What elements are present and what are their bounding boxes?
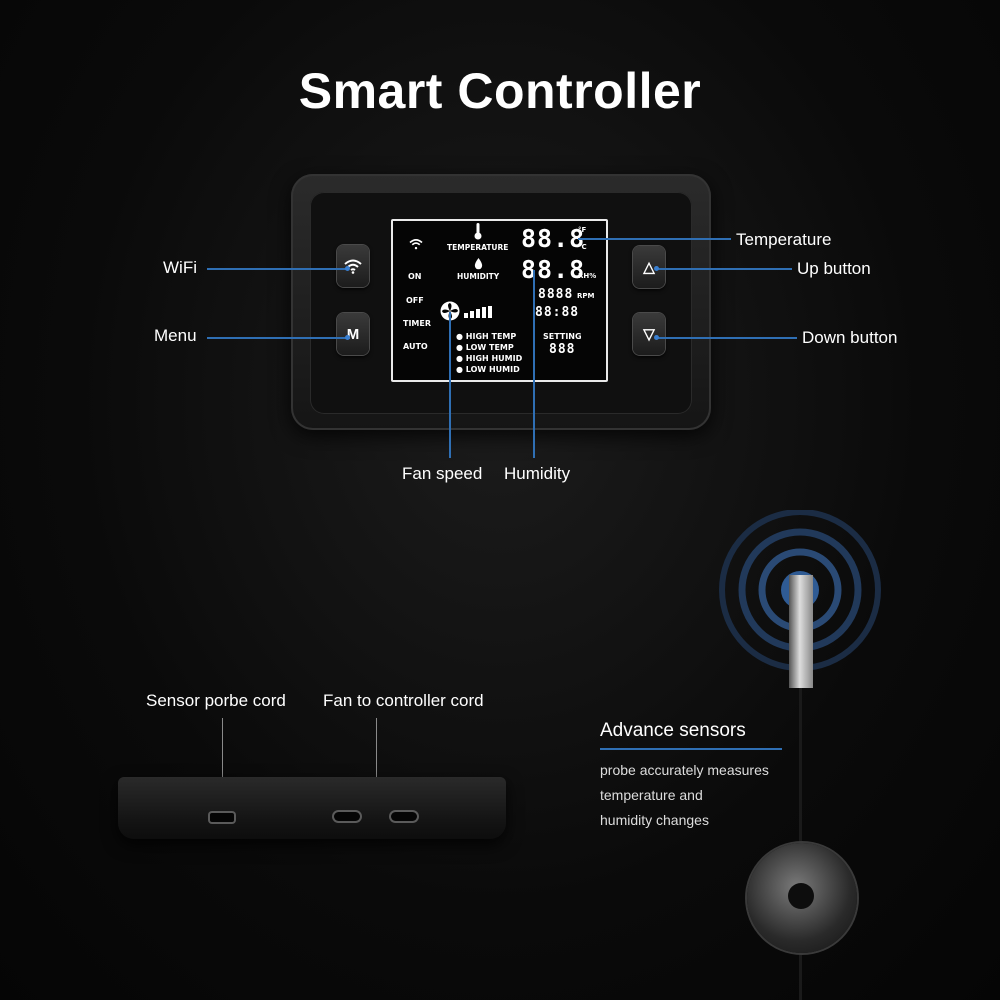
time-readout: 88:88: [535, 305, 580, 320]
callout-humidity: Humidity: [504, 464, 571, 483]
callout-up-line: [658, 268, 792, 270]
mode-on: ON: [408, 272, 422, 281]
callout-fan-speed: Fan speed: [402, 464, 483, 483]
callout-down-line: [658, 337, 797, 339]
callout-menu: Menu: [154, 326, 197, 345]
menu-button[interactable]: M: [337, 313, 369, 355]
callout-up-dot: [654, 266, 659, 271]
callout-down-button: Down button: [802, 328, 898, 347]
page-title: Smart Controller: [298, 63, 702, 119]
temperature-label: TEMPERATURE: [447, 243, 509, 252]
callout-down-dot: [654, 335, 659, 340]
mode-timer: TIMER: [403, 319, 432, 328]
fan-cord-label: Fan to controller cord: [323, 691, 484, 710]
sensor-cord-label: Sensor porbe cord: [146, 691, 286, 710]
alarm-item: ● HIGH HUMID: [456, 354, 523, 363]
callout-humidity-line: [533, 270, 535, 458]
callout-menu-line: [207, 337, 347, 339]
down-button[interactable]: ▽: [633, 313, 665, 355]
suction-cup-hub: [788, 883, 814, 909]
temp-readout: 88.8: [521, 224, 586, 253]
unit-rh: RH%: [578, 272, 597, 280]
callout-temperature-line: [578, 238, 731, 240]
wifi-button[interactable]: [337, 245, 369, 287]
sensors-heading-underline: [600, 748, 782, 750]
sensors-line-1: probe accurately measures: [600, 762, 769, 778]
callout-wifi: WiFi: [163, 258, 197, 277]
rpm-readout: 8888: [538, 287, 574, 302]
alarm-item: ● LOW HUMID: [456, 365, 520, 374]
lcd-display: [391, 219, 608, 382]
sensor-cord-line: [222, 718, 223, 806]
setting-readout: 888: [549, 342, 576, 357]
callout-temperature: Temperature: [736, 230, 832, 249]
sensors-line-2: temperature and: [600, 787, 703, 803]
sensors-line-3: humidity changes: [600, 812, 709, 828]
controller-side-view: [118, 777, 506, 839]
mode-auto: AUTO: [403, 342, 428, 351]
humidity-readout: 88.8: [521, 255, 586, 284]
callout-wifi-line: [207, 268, 347, 270]
callout-fan-line: [449, 312, 451, 458]
sensor-probe-tip: [789, 575, 813, 688]
droplet-icon: [474, 258, 483, 270]
callout-wifi-dot: [345, 266, 350, 271]
unit-rpm: RPM: [577, 292, 595, 300]
thermometer-icon: [474, 223, 482, 240]
fan-cord-line: [376, 718, 377, 806]
alarm-item: ● LOW TEMP: [456, 343, 514, 352]
callout-up-button: Up button: [797, 259, 871, 278]
lcd-wifi-icon: [409, 239, 423, 250]
sensor-port: [210, 813, 234, 822]
fan-port-2: [391, 812, 417, 821]
alarm-list: ● HIGH TEMP ● LOW TEMP ● HIGH HUMID ● LO…: [456, 331, 522, 375]
up-button[interactable]: △: [633, 246, 665, 288]
setting-label: SETTING: [543, 332, 582, 341]
unit-c: °C: [578, 243, 587, 251]
humidity-label: HUMIDITY: [457, 272, 500, 281]
fan-port-1: [334, 812, 360, 821]
mode-off: OFF: [406, 296, 424, 305]
alarm-item: ● HIGH TEMP: [456, 332, 517, 341]
callout-menu-dot: [345, 335, 350, 340]
signal-bars-icon: [464, 306, 492, 318]
unit-f: °F: [578, 226, 587, 234]
sensors-heading: Advance sensors: [600, 720, 746, 741]
